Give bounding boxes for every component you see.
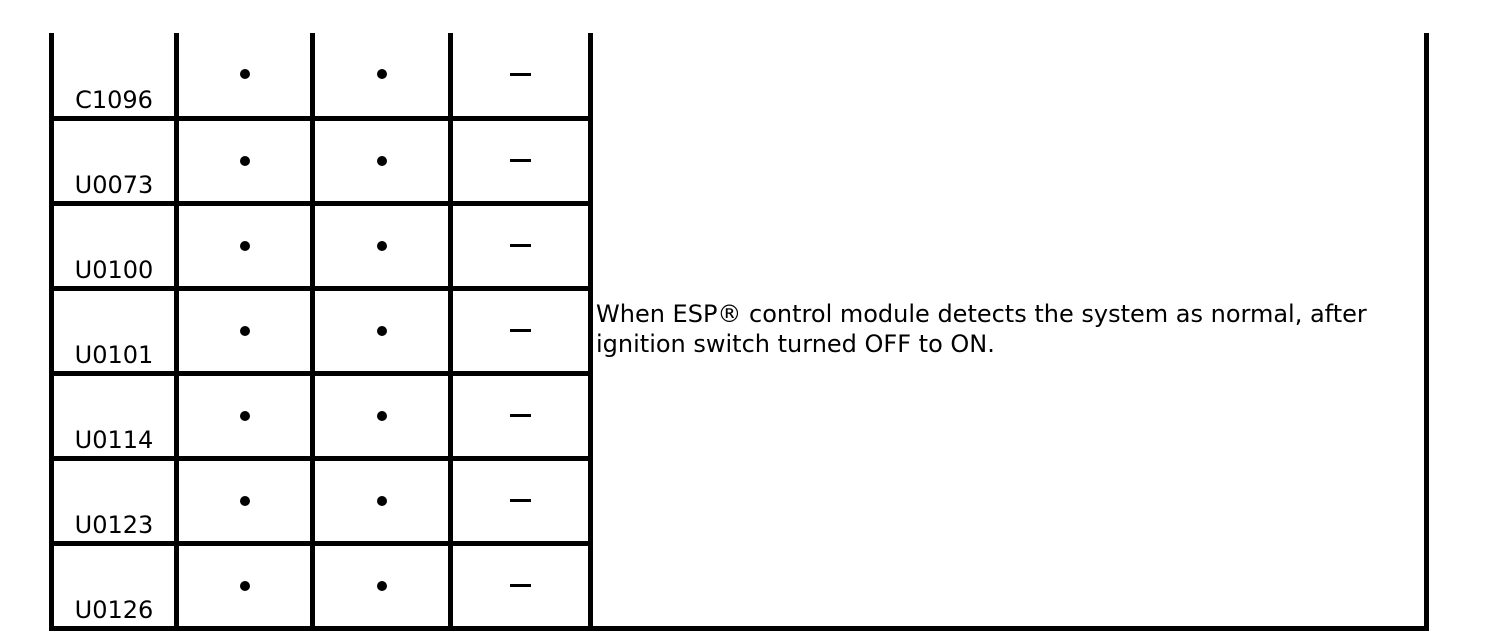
bullet-indicator-icon: [376, 325, 387, 336]
table-row: U0114: [49, 370, 1427, 461]
indicator-cell: [310, 115, 453, 206]
bullet-indicator-icon: [239, 240, 250, 251]
indicator-cell: [310, 540, 453, 631]
dtc-code-label: U0101: [74, 340, 154, 369]
dtc-code-label: U0114: [74, 425, 154, 454]
bullet-indicator-icon: [239, 495, 250, 506]
table-row: U0073: [49, 115, 1427, 206]
table-row: U0101: [49, 285, 1427, 376]
bullet-indicator-icon: [376, 580, 387, 591]
dash-indicator-icon: [510, 499, 531, 502]
dtc-code-label: U0123: [74, 510, 154, 539]
indicator-cell: [310, 33, 453, 121]
indicator-cell: [174, 33, 315, 121]
indicator-cell: [174, 540, 315, 631]
dtc-code-label: U0100: [74, 255, 154, 284]
bullet-indicator-icon: [376, 410, 387, 421]
bullet-indicator-icon: [239, 325, 250, 336]
note-cell: When ESP® control module detects the sys…: [588, 33, 1429, 631]
dtc-code-cell: U0114: [49, 370, 179, 461]
dtc-code-cell: U0101: [49, 285, 179, 376]
dtc-code-cell: U0123: [49, 455, 179, 546]
note-text: When ESP® control module detects the sys…: [596, 300, 1367, 359]
indicator-cell: [448, 455, 593, 546]
dtc-code-label: C1096: [75, 85, 153, 114]
indicator-cell: [310, 370, 453, 461]
bullet-indicator-icon: [376, 240, 387, 251]
indicator-cell: [448, 33, 593, 121]
dtc-code-label: U0073: [74, 170, 154, 199]
indicator-cell: [310, 455, 453, 546]
indicator-cell: [448, 285, 593, 376]
dtc-code-cell: C1096: [49, 33, 179, 121]
table-row: U0126: [49, 540, 1427, 631]
indicator-cell: [448, 115, 593, 206]
indicator-cell: [174, 285, 315, 376]
dtc-code-label: U0126: [74, 595, 154, 624]
dtc-code-cell: U0126: [49, 540, 179, 631]
table-row: U0123: [49, 455, 1427, 546]
indicator-cell: [310, 200, 453, 291]
indicator-cell: [448, 200, 593, 291]
bullet-indicator-icon: [376, 495, 387, 506]
indicator-cell: [448, 540, 593, 631]
indicator-cell: [310, 285, 453, 376]
bullet-indicator-icon: [239, 155, 250, 166]
indicator-cell: [174, 115, 315, 206]
dash-indicator-icon: [510, 414, 531, 417]
dash-indicator-icon: [510, 584, 531, 587]
dash-indicator-icon: [510, 72, 531, 76]
dtc-code-cell: U0073: [49, 115, 179, 206]
dash-indicator-icon: [510, 244, 531, 247]
table-row: U0100: [49, 200, 1427, 291]
dash-indicator-icon: [510, 159, 531, 162]
indicator-cell: [174, 200, 315, 291]
indicator-cell: [174, 370, 315, 461]
bullet-indicator-icon: [239, 69, 250, 80]
dtc-code-cell: U0100: [49, 200, 179, 291]
indicator-cell: [448, 370, 593, 461]
bullet-indicator-icon: [376, 69, 387, 80]
dash-indicator-icon: [510, 329, 531, 332]
bullet-indicator-icon: [376, 155, 387, 166]
indicator-cell: [174, 455, 315, 546]
bullet-indicator-icon: [239, 580, 250, 591]
bullet-indicator-icon: [239, 410, 250, 421]
